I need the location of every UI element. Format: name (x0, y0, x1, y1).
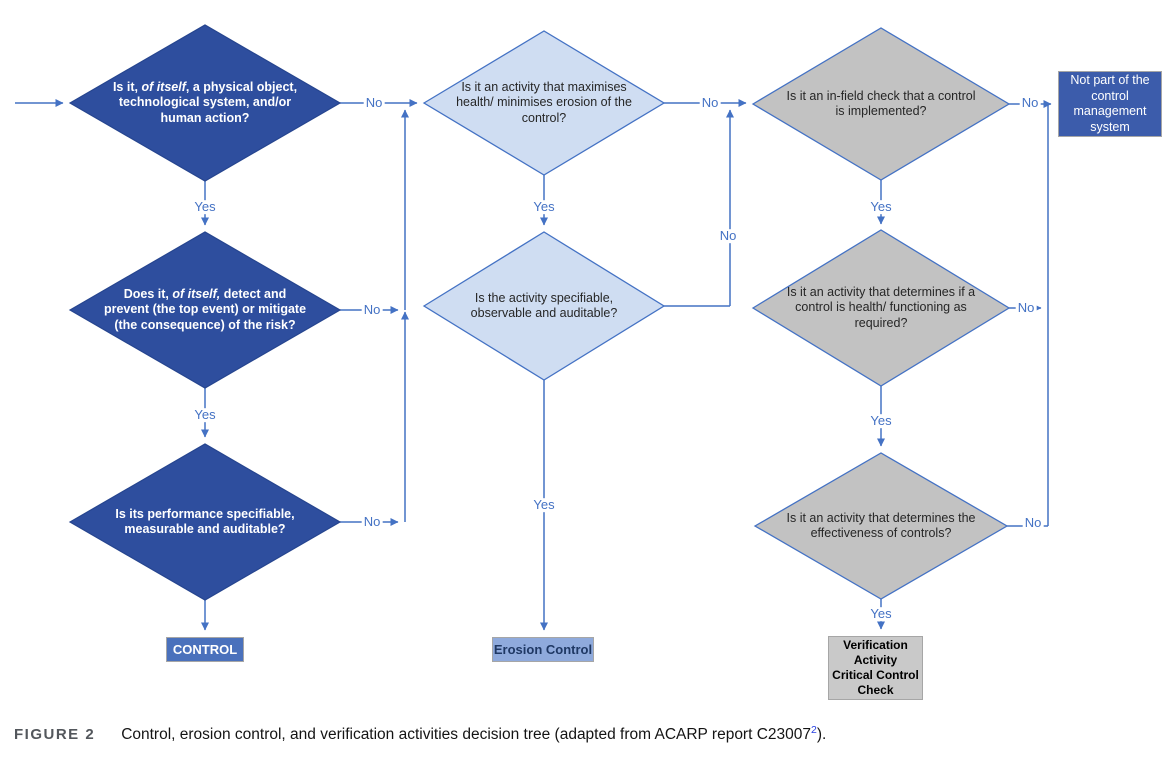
question-erosion-q2: Is the activity specifiable, observable … (470, 290, 618, 320)
figure-2-decision-tree: Is it, of itself, a physical object, tec… (15, 24, 1162, 700)
yes-label: Yes (192, 407, 218, 423)
decision-diamond-verification-q3 (753, 452, 1009, 600)
decision-diamond-control-q1 (68, 24, 342, 182)
figure-caption-label: FIGURE 2 (14, 726, 96, 744)
no-label: No (361, 514, 383, 530)
question-erosion-q1: Is it an activity that maximises health/… (456, 80, 632, 125)
decision-diamond-verification-q1 (751, 27, 1011, 181)
yes-label: Yes (192, 199, 218, 215)
yes-label: Yes (531, 497, 557, 513)
no-label: No (363, 95, 385, 111)
flowchart-canvas (15, 24, 1052, 631)
question-verification-q2: Is it an activity that determines if a c… (786, 285, 976, 330)
verification-activity-result-box: Verification Activity Critical Control C… (828, 636, 923, 700)
question-control-q3: Is its performance specifiable, measurab… (115, 506, 295, 536)
figure-caption-suffix: ). (816, 726, 827, 744)
not-part-of-system-box: Not part of the control management syste… (1058, 71, 1162, 137)
no-label: No (1019, 95, 1041, 111)
decision-diamond-erosion-q1 (422, 30, 666, 176)
no-label: No (1022, 515, 1044, 531)
figure-caption-text: Control, erosion control, and verificati… (121, 726, 812, 744)
yes-label: Yes (868, 606, 894, 622)
yes-label: Yes (868, 413, 894, 429)
decision-diamond-erosion-q2 (422, 231, 666, 381)
question-verification-q1: Is it an in-field check that a control i… (786, 88, 976, 118)
no-label: No (361, 302, 383, 318)
figure-caption: FIGURE 2 Control, erosion control, and ve… (14, 724, 1154, 744)
decision-diamond-control-q2 (68, 231, 342, 389)
question-control-q1: Is it, of itself, a physical object, tec… (112, 80, 298, 125)
no-label: No (699, 95, 721, 111)
question-control-q2: Does it, of itself, detect and prevent (… (103, 287, 307, 332)
control-result-box: CONTROL (166, 637, 244, 662)
citation-link[interactable]: 2 (811, 724, 817, 736)
question-verification-q3: Is it an activity that determines the ef… (786, 510, 976, 540)
decision-diamond-control-q3 (68, 443, 342, 601)
yes-label: Yes (868, 199, 894, 215)
decision-diamond-verification-q2 (751, 229, 1011, 387)
no-label: No (717, 228, 739, 244)
no-label: No (1015, 300, 1037, 316)
yes-label: Yes (531, 199, 557, 215)
erosion-control-result-box: Erosion Control (492, 637, 594, 662)
